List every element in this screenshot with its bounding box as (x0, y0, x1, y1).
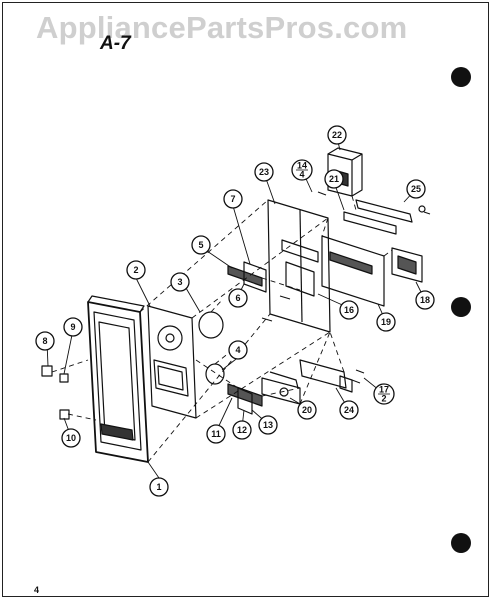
part-disc-4 (205, 363, 225, 385)
part-main-board (267, 199, 331, 333)
part-door-frame (87, 295, 149, 463)
callout-1: 1 (149, 477, 169, 497)
figure-label: A-7 (100, 33, 131, 54)
callout-sublabel: 4 (299, 170, 304, 180)
callout-17-2: 172 (373, 383, 395, 405)
part-latch (261, 371, 301, 405)
callout-14-4: 144 (291, 159, 313, 181)
callout-label: 7 (230, 194, 235, 204)
callout-label: 11 (211, 429, 221, 439)
callout-label: 16 (344, 305, 354, 315)
callout-label: 18 (420, 295, 430, 305)
callout-label: 19 (381, 317, 391, 327)
callout-21: 21 (324, 169, 344, 189)
callout-24: 24 (339, 400, 359, 420)
screws (261, 191, 431, 384)
callout-16: 16 (339, 300, 359, 320)
part-clip-8 (41, 365, 53, 377)
callout-8: 8 (35, 331, 55, 351)
callout-label: 3 (177, 277, 182, 287)
part-disc-3 (198, 311, 224, 339)
callout-sublabel: 2 (381, 394, 386, 404)
callout-5: 5 (191, 235, 211, 255)
callout-9: 9 (63, 317, 83, 337)
callout-label: 23 (259, 167, 269, 177)
callout-label: 25 (411, 184, 421, 194)
callout-label: 22 (332, 130, 342, 140)
callout-19: 19 (376, 312, 396, 332)
page-border (2, 2, 489, 597)
callout-label: 14 (297, 161, 307, 171)
callout-7: 7 (223, 189, 243, 209)
leader-lines (46, 137, 426, 479)
callout-6: 6 (228, 288, 248, 308)
part-relay (391, 247, 423, 283)
callout-label: 9 (70, 322, 75, 332)
callout-label: 20 (302, 405, 312, 415)
callout-4: 4 (228, 340, 248, 360)
callout-label: 8 (42, 336, 47, 346)
callout-label: 2 (133, 265, 138, 275)
binder-hole-top (451, 67, 471, 87)
watermark: AppliancePartsPros.com (36, 10, 408, 45)
callout-11: 11 (206, 424, 226, 444)
callout-20: 20 (297, 400, 317, 420)
callout-label: 13 (263, 420, 273, 430)
part-switch-assembly-upper (227, 261, 267, 293)
callout-13: 13 (258, 415, 278, 435)
part-clip-9 (59, 373, 69, 383)
page-number: 4 (34, 585, 40, 595)
callout-label: 12 (237, 425, 247, 435)
alignment-lines (51, 195, 393, 463)
part-clip-10 (59, 409, 70, 420)
part-bracket-assembly (343, 199, 426, 235)
callout-label: 1 (156, 482, 161, 492)
callout-label: 10 (66, 433, 76, 443)
callout-12: 12 (232, 420, 252, 440)
callout-2: 2 (126, 260, 146, 280)
callout-22: 22 (327, 125, 347, 145)
binder-hole-bottom (451, 533, 471, 553)
part-lower-bracket (299, 359, 353, 393)
binder-hole-middle (451, 297, 471, 317)
callout-label: 5 (198, 240, 203, 250)
callout-25: 25 (406, 179, 426, 199)
callout-label: 24 (344, 405, 354, 415)
callout-23: 23 (254, 162, 274, 182)
callout-label: 6 (235, 293, 240, 303)
part-display-board (321, 235, 385, 307)
callout-label: 17 (379, 385, 389, 395)
callout-18: 18 (415, 290, 435, 310)
callout-10: 10 (61, 428, 81, 448)
part-control-plate (147, 305, 197, 419)
callout-label: 21 (329, 174, 339, 184)
part-switch-assembly-lower (227, 383, 263, 415)
callout-label: 4 (235, 345, 240, 355)
callout-3: 3 (170, 272, 190, 292)
